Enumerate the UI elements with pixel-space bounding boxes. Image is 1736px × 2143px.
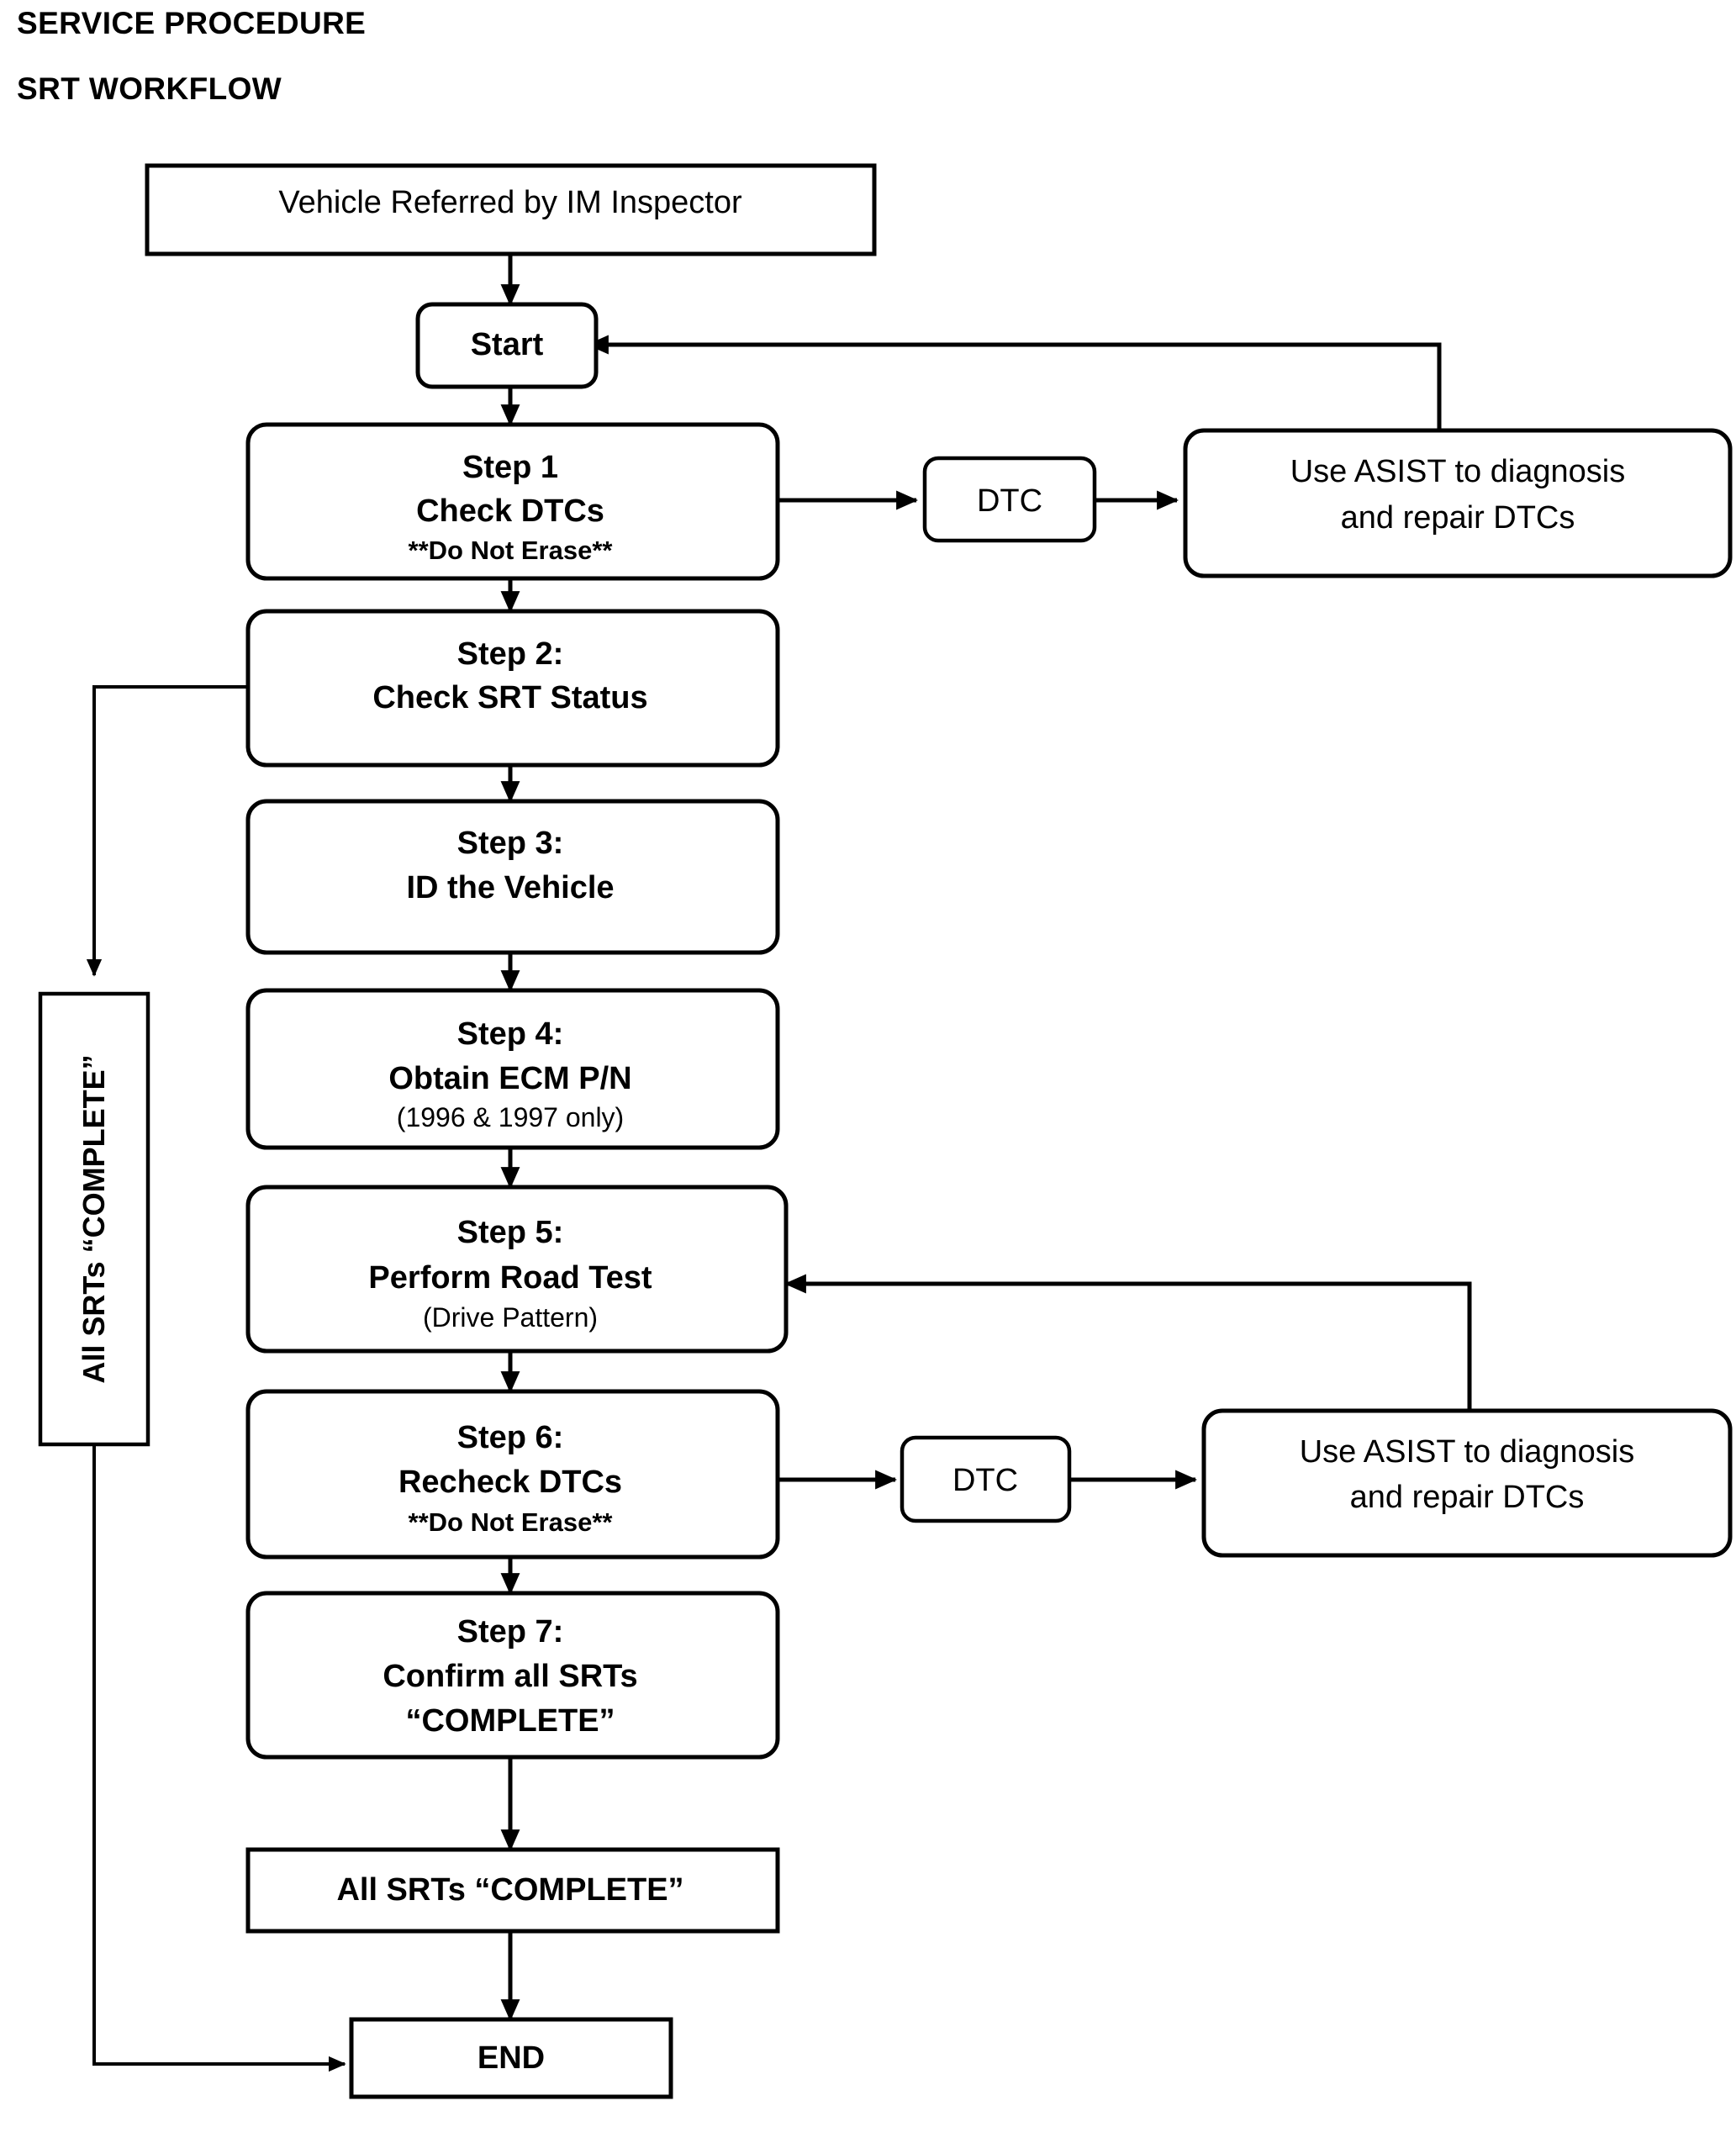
node-step6: Step 6: Recheck DTCs **Do Not Erase** bbox=[245, 1389, 780, 1560]
node-all-srts-complete-shape bbox=[245, 1847, 780, 1934]
node-end: END bbox=[349, 2017, 673, 2099]
node-step4-shape bbox=[245, 988, 780, 1150]
node-step6-line1: Step 6: bbox=[457, 1420, 564, 1455]
node-step6-shape bbox=[245, 1389, 780, 1560]
node-start-label: Start bbox=[471, 327, 544, 362]
node-asist-2: Use ASIST to diagnosis and repair DTCs bbox=[1201, 1408, 1733, 1558]
node-all-srts-complete: All SRTs “COMPLETE” bbox=[245, 1847, 780, 1934]
connector-asist1-to-start-loop bbox=[586, 335, 1442, 430]
node-dtc-1: DTC bbox=[922, 456, 1097, 543]
node-step5-line2: Perform Road Test bbox=[368, 1260, 652, 1296]
node-step2-shape bbox=[245, 609, 780, 768]
node-step4-line2: Obtain ECM P/N bbox=[388, 1061, 631, 1096]
node-end-label: END bbox=[478, 2040, 545, 2076]
node-dtc-1-shape bbox=[922, 456, 1097, 543]
node-dtc-2: DTC bbox=[900, 1435, 1072, 1523]
node-vehicle-referred-shape bbox=[145, 163, 877, 256]
node-step7-shape bbox=[245, 1591, 780, 1760]
node-step1-shape bbox=[245, 422, 780, 581]
page-title-line2: SRT WORKFLOW bbox=[17, 71, 282, 106]
node-step3-shape bbox=[245, 799, 780, 955]
node-asist-2-shape bbox=[1201, 1408, 1733, 1558]
node-step1-line1: Step 1 bbox=[462, 450, 558, 485]
node-step7-line1: Step 7: bbox=[457, 1614, 564, 1649]
connector-asist2-to-step5-loop bbox=[784, 1274, 1472, 1411]
node-step1-line3: **Do Not Erase** bbox=[409, 536, 614, 565]
connector-step2-to-srt-branch bbox=[86, 685, 248, 977]
node-step6-line3: **Do Not Erase** bbox=[409, 1507, 614, 1537]
node-step5: Step 5: Perform Road Test (Drive Pattern… bbox=[245, 1185, 789, 1354]
node-step3-line1: Step 3: bbox=[457, 826, 564, 861]
node-step2: Step 2: Check SRT Status bbox=[245, 609, 780, 768]
node-step6-line2: Recheck DTCs bbox=[398, 1465, 622, 1500]
node-end-shape bbox=[349, 2017, 673, 2099]
node-step3-line2: ID the Vehicle bbox=[406, 870, 614, 905]
node-asist-2-line1: Use ASIST to diagnosis bbox=[1300, 1434, 1635, 1470]
node-dtc-1-label: DTC bbox=[977, 483, 1042, 519]
node-step1-line2: Check DTCs bbox=[416, 494, 604, 529]
node-vehicle-referred-label: Vehicle Referred by IM Inspector bbox=[278, 185, 742, 220]
node-asist-2-line2: and repair DTCs bbox=[1350, 1480, 1585, 1515]
node-step2-line2: Check SRT Status bbox=[372, 680, 647, 715]
node-step1: Step 1 Check DTCs **Do Not Erase** bbox=[245, 422, 780, 581]
connector-srt-branch-to-end bbox=[92, 1444, 346, 2072]
node-step7-line3: “COMPLETE” bbox=[405, 1703, 615, 1739]
node-step7-line2: Confirm all SRTs bbox=[383, 1659, 637, 1694]
node-asist-1-line1: Use ASIST to diagnosis bbox=[1290, 454, 1626, 489]
node-srt-branch-shape bbox=[38, 991, 150, 1447]
node-step2-line1: Step 2: bbox=[457, 636, 564, 672]
node-dtc-2-shape bbox=[900, 1435, 1072, 1523]
node-asist-1-line2: and repair DTCs bbox=[1341, 500, 1575, 536]
node-step4-line3: (1996 & 1997 only) bbox=[397, 1102, 624, 1132]
node-dtc-2-label: DTC bbox=[952, 1463, 1018, 1498]
node-start: Start bbox=[415, 302, 599, 389]
node-step5-line1: Step 5: bbox=[457, 1215, 564, 1250]
page-title-line1: SERVICE PROCEDURE bbox=[17, 6, 366, 40]
node-step7: Step 7: Confirm all SRTs “COMPLETE” bbox=[245, 1591, 780, 1760]
node-srt-branch-label: All SRTs “COMPLETE” bbox=[77, 1054, 111, 1383]
node-step4-line1: Step 4: bbox=[457, 1016, 564, 1052]
node-step4: Step 4: Obtain ECM P/N (1996 & 1997 only… bbox=[245, 988, 780, 1150]
node-start-shape bbox=[415, 302, 599, 389]
node-step3: Step 3: ID the Vehicle bbox=[245, 799, 780, 955]
node-step5-line3: (Drive Pattern) bbox=[423, 1302, 598, 1333]
node-vehicle-referred: Vehicle Referred by IM Inspector bbox=[145, 163, 877, 256]
node-step5-shape bbox=[245, 1185, 789, 1354]
node-srt-branch: All SRTs “COMPLETE” bbox=[38, 991, 150, 1447]
node-asist-1: Use ASIST to diagnosis and repair DTCs bbox=[1183, 428, 1733, 578]
node-all-srts-complete-label: All SRTs “COMPLETE” bbox=[336, 1872, 683, 1908]
node-asist-1-shape bbox=[1183, 428, 1733, 578]
